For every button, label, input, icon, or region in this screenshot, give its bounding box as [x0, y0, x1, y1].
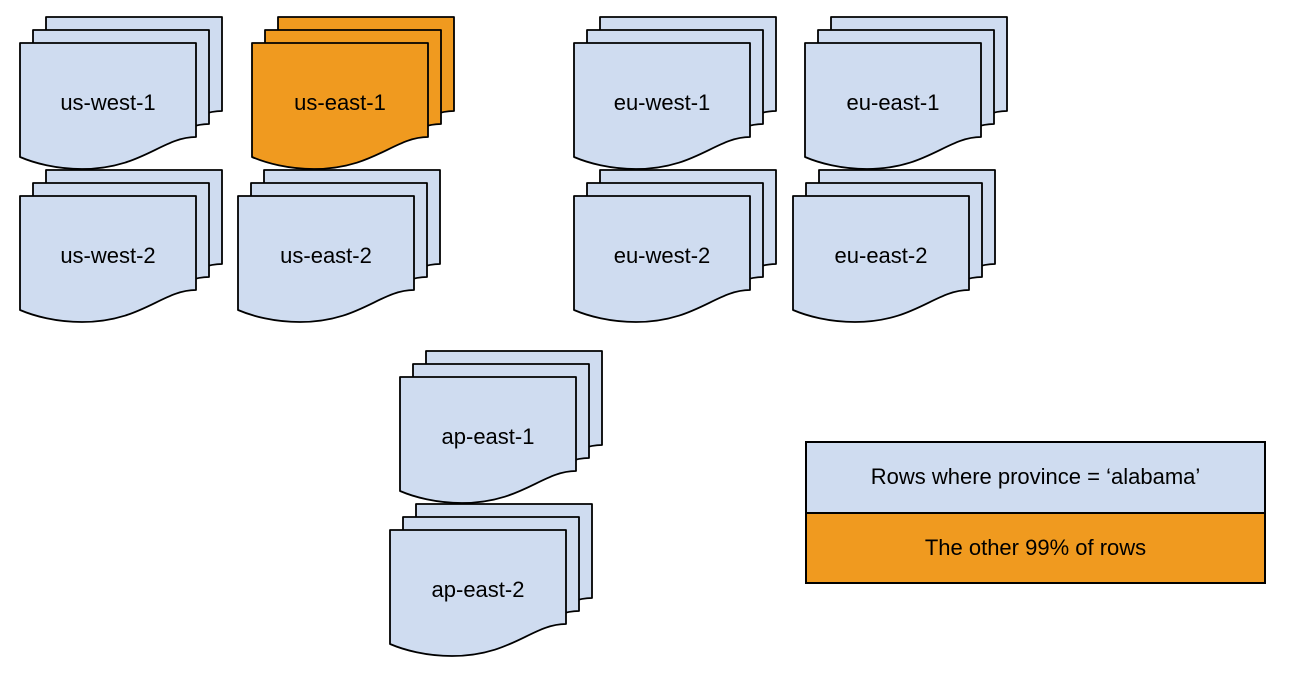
- region-stack-us-west-1: us-west-1: [18, 15, 226, 173]
- document-stack-icon: eu-west-2: [573, 169, 777, 323]
- document-stack-icon: us-west-2: [19, 169, 223, 323]
- document-sheet-front: [804, 42, 982, 170]
- document-sheet-front: [237, 195, 415, 323]
- document-sheet-front: [19, 42, 197, 170]
- document-sheet-front: [573, 195, 751, 323]
- region-stack-eu-east-1: eu-east-1: [803, 15, 1011, 173]
- region-label: us-west-2: [60, 243, 155, 268]
- region-stack-ap-east-1: ap-east-1: [398, 349, 606, 507]
- document-sheet-front: [399, 376, 577, 504]
- legend-item-alabama-rows: Rows where province = ‘alabama’: [807, 443, 1264, 514]
- region-stack-us-east-2: us-east-2: [236, 168, 444, 326]
- region-label: eu-east-2: [835, 243, 928, 268]
- document-sheet-front: [792, 195, 970, 323]
- legend-item-label: Rows where province = ‘alabama’: [870, 464, 1201, 490]
- document-stack-icon: eu-west-1: [573, 16, 777, 170]
- region-label: eu-east-1: [847, 90, 940, 115]
- document-sheet-front: [251, 42, 429, 170]
- region-label: ap-east-2: [432, 577, 525, 602]
- region-label: ap-east-1: [442, 424, 535, 449]
- legend-item-other-rows: The other 99% of rows: [807, 513, 1264, 582]
- legend: Rows where province = ‘alabama’ The othe…: [805, 441, 1266, 584]
- document-stack-icon: us-west-1: [19, 16, 223, 170]
- document-stack-icon: us-east-1: [251, 16, 455, 170]
- document-stack-icon: us-east-2: [237, 169, 441, 323]
- document-sheet-front: [389, 529, 567, 657]
- region-label: us-east-2: [280, 243, 372, 268]
- document-sheet-front: [19, 195, 197, 323]
- region-stack-eu-east-2: eu-east-2: [791, 168, 999, 326]
- region-label: eu-west-1: [614, 90, 711, 115]
- document-stack-icon: ap-east-2: [389, 503, 593, 657]
- document-stack-icon: eu-east-1: [804, 16, 1008, 170]
- region-stack-ap-east-2: ap-east-2: [388, 502, 596, 660]
- document-stack-icon: eu-east-2: [792, 169, 996, 323]
- document-sheet-front: [573, 42, 751, 170]
- region-stack-us-west-2: us-west-2: [18, 168, 226, 326]
- region-stack-us-east-1: us-east-1: [250, 15, 458, 173]
- region-stack-eu-west-2: eu-west-2: [572, 168, 780, 326]
- region-stack-eu-west-1: eu-west-1: [572, 15, 780, 173]
- region-label: us-east-1: [294, 90, 386, 115]
- region-label: eu-west-2: [614, 243, 711, 268]
- region-label: us-west-1: [60, 90, 155, 115]
- legend-item-label: The other 99% of rows: [924, 534, 1147, 560]
- document-stack-icon: ap-east-1: [399, 350, 603, 504]
